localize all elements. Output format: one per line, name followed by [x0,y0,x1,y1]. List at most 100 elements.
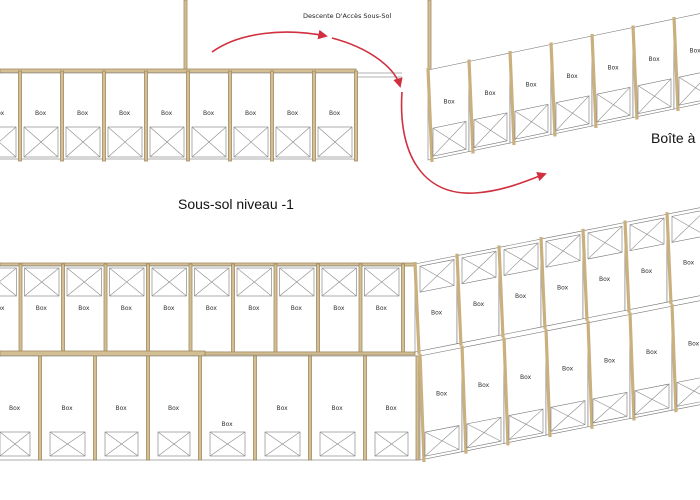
bottom-row-cell-2: Box [93,355,149,461]
crossed-box-icon [424,425,460,457]
box-label: Box [567,73,579,80]
middle-row-cell-8: Box [316,263,361,355]
lower-right-upper-row-cell-1: Box [455,247,500,346]
lower-right-lower-row-cell-1: Box [460,339,505,454]
lower-right-lower-row-cell-4: Box [586,314,631,429]
crossed-box-icon [23,126,59,158]
crossed-box-icon [49,431,86,457]
crossed-box-icon [432,120,467,157]
storage-cells: BoxBoxBoxBoxBoxBoxBoxBoxBoxBoxBoxBoxBoxB… [0,13,700,463]
box-label: Box [206,305,218,312]
upper-row-cell-8: Box [312,70,357,162]
box-label: Box [690,48,700,55]
upper-row-end-post [354,70,358,162]
lower-right-lower-row-cell-3: Box [544,322,589,438]
box-label: Box [329,110,341,117]
bottom-row-end-post [415,355,420,461]
middle-row-cell-1: Box [18,263,64,355]
box-label: Box [478,382,490,389]
crossed-box-icon [191,126,227,158]
upper-row-cell-4: Box [144,70,189,162]
lower-right-upper-row-cell-3: Box [539,230,584,330]
box-label: Box [0,305,5,312]
box-label: Box [0,110,5,117]
box-label: Box [119,110,131,117]
middle-row-end-post [401,263,405,355]
bottom-row-cell-6: Box [308,355,366,461]
crossed-box-icon [275,126,311,158]
box-label: Box [121,305,133,312]
upper-row-cell-7: Box [270,70,315,162]
crossed-box-icon [466,416,502,449]
box-label: Box [78,305,90,312]
box-label: Box [376,305,388,312]
box-label: Box [248,305,260,312]
route-arrow-bend [331,37,403,88]
middle-row-cell-9: Box [358,263,404,355]
crossed-box-icon [157,431,191,457]
lower-right-upper-row-cell-5: Box [623,213,668,313]
upper-row-cell-2: Box [60,70,105,162]
upper-right-row-cell-3: Box [549,35,593,137]
box-label: Box [9,405,21,412]
corridor-wall [0,350,206,357]
crossed-box-icon [209,431,246,457]
box-label: Box [557,285,569,292]
crossed-box-icon [503,242,539,276]
lower-right-upper-row-cell-2: Box [497,238,542,338]
box-corner-label: Boîte à [651,130,696,146]
crossed-box-icon [65,126,101,158]
bottom-row-cell-4: Box [198,355,256,461]
crossed-box-icon [149,126,185,158]
box-label: Box [485,90,497,97]
crossed-box-icon [194,267,230,297]
lower-right-lower-row-cell-5: Box [628,305,673,421]
upper-right-row-cell-6: Box [672,13,700,112]
middle-row-cell-2: Box [61,263,106,355]
crossed-box-icon [264,431,301,457]
box-label: Box [287,110,299,117]
middle-row-cell-0: Box [0,265,21,353]
route-arrow-bottom [400,91,547,194]
crossed-box-icon [279,267,315,297]
box-label: Box [116,405,128,412]
box-label: Box [688,341,700,348]
box-label: Box [277,405,289,412]
bottom-row-cell-5: Box [253,355,311,461]
box-label: Box [161,110,173,117]
box-label: Box [291,305,303,312]
box-label: Box [683,260,695,267]
box-label: Box [608,65,620,72]
box-label: Box [163,305,175,312]
box-label: Box [604,357,616,364]
bottom-row-cell-1: Box [38,355,96,461]
crossed-box-icon [634,383,670,416]
bottom-row-cell-3: Box [146,355,201,461]
middle-row-cell-3: Box [103,263,149,355]
crossed-box-icon [678,72,700,106]
middle-row-cell-6: Box [231,263,276,355]
middle-row-cell-5: Box [188,263,234,355]
crossed-box-icon [596,86,631,123]
upper-right-row-cell-4: Box [590,27,634,129]
box-label: Box [203,110,215,117]
crossed-box-icon [637,78,672,115]
crossed-box-icon [317,126,353,158]
crossed-box-icon [629,217,665,252]
box-label: Box [515,293,527,300]
crossed-box-icon [321,267,357,297]
bottom-row-cell-0: Box [0,355,41,461]
box-label: Box [332,405,344,412]
box-label: Box [333,305,345,312]
crossed-box-icon [233,126,269,158]
middle-row-cell-7: Box [273,263,319,355]
crossed-box-icon [587,225,623,260]
box-label: Box [649,56,661,63]
box-label: Box [222,421,234,428]
box-label: Box [36,305,48,312]
ramp-left-wall [183,0,188,73]
box-label: Box [77,110,89,117]
box-label: Box [245,110,257,117]
ramp-title: Descente D'Accès Sous-Sol [303,12,391,20]
box-label: Box [641,268,653,275]
